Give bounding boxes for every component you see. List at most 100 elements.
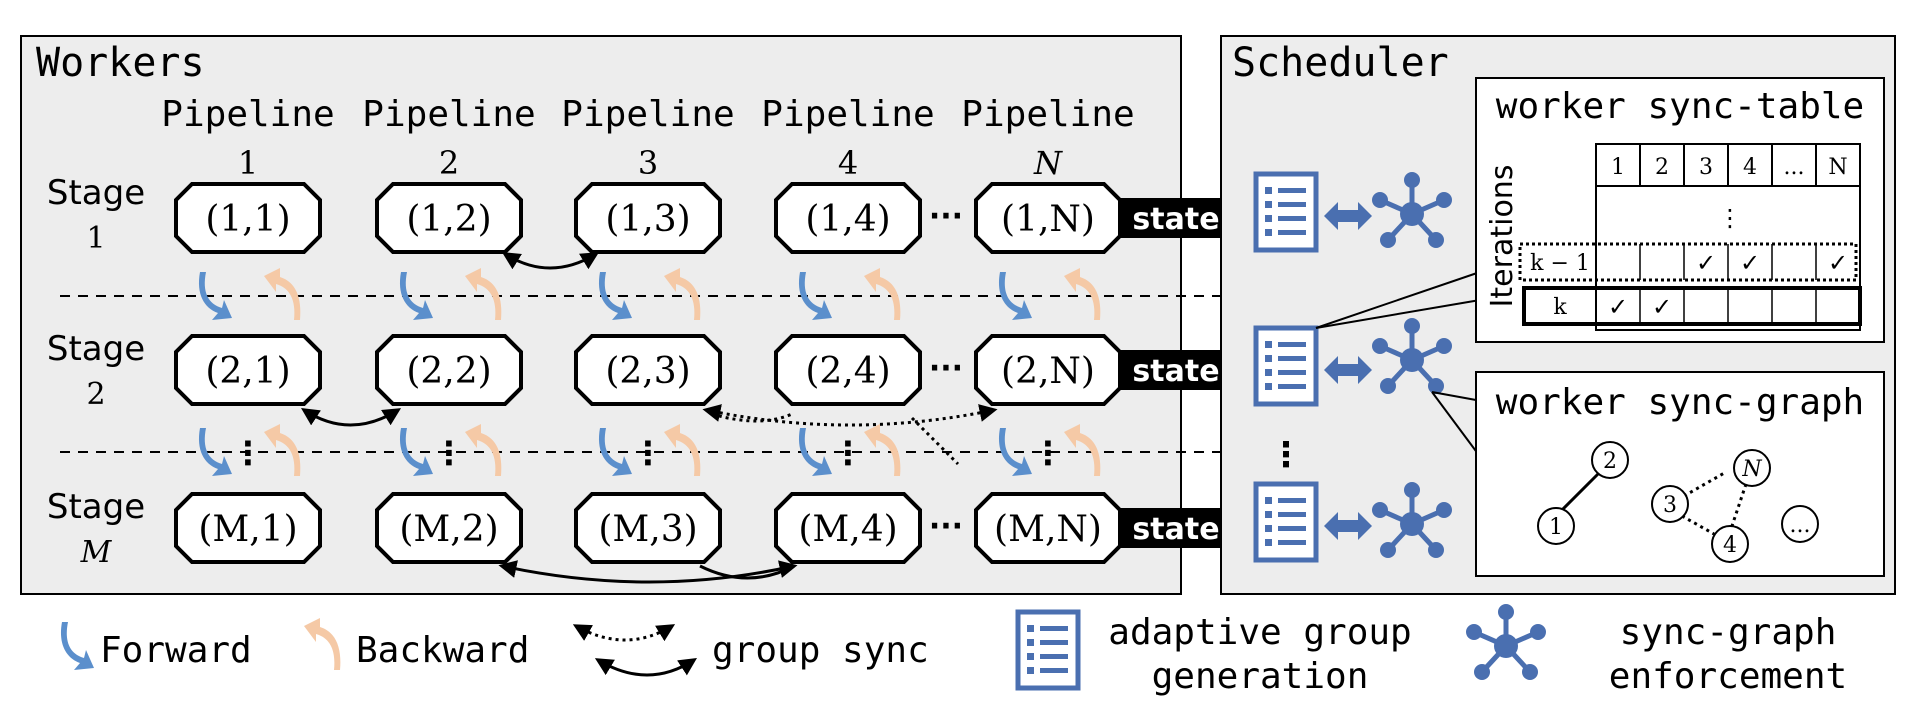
table-col-header: 3 [1699, 155, 1713, 180]
worker-node-2-5: (2,N) [974, 334, 1122, 406]
legend-group-sync: group sync [712, 630, 929, 671]
legend-backward: Backward [356, 630, 529, 671]
worker-sync-graph: worker sync-graph 123N4... [1475, 371, 1885, 577]
stage-number-2: 2 [86, 377, 105, 412]
graph-edge-3-n [1683, 470, 1727, 498]
sync-graph-node-circle [1591, 441, 1629, 479]
sync-graph-node-label: ... [1790, 513, 1811, 538]
scheduler-list-icon-3 [1256, 484, 1316, 560]
worker-node-label: (1,2) [406, 199, 491, 240]
sync-dotted-2-3-2-4 [711, 412, 793, 423]
table-col-header: 1 [1611, 155, 1625, 180]
row-highlight-solid [1522, 286, 1862, 326]
pipeline-headers: Pipeline Pipeline Pipeline Pipeline Pipe… [161, 94, 1134, 182]
stage-number-1: 1 [86, 221, 105, 256]
legend-enforce-line2: enforcement [1609, 656, 1847, 697]
legend-sync-graph-icon [1466, 604, 1546, 680]
stage-vdots-mark: ⋮ [232, 434, 264, 472]
stage-vdots: ⋮⋮⋮⋮⋮ [232, 434, 1064, 472]
table-check-mark: ✓ [1740, 249, 1760, 277]
sync-graph-node: ... [1781, 505, 1819, 543]
worker-node-3-1: (M,1) [174, 492, 322, 564]
worker-node-label: (2,1) [205, 351, 290, 392]
worker-node-shape [774, 182, 922, 254]
callout-line-table-a [1315, 271, 1481, 329]
sync-solid-2-1-2-2 [300, 408, 402, 427]
worker-node-1-5: (1,N) [974, 182, 1122, 254]
pipeline-number-2: 2 [439, 144, 459, 182]
state-label: state [1132, 512, 1219, 547]
worker-node-1-2: (1,2) [375, 182, 523, 254]
worker-node-shape [375, 334, 523, 406]
sync-table-vdots: ⋮ [1718, 204, 1742, 232]
worker-node-2-4: (2,4) [774, 334, 922, 406]
sync-graph-node-circle [1781, 505, 1819, 543]
sync-table-axis-label: Iterations [1485, 165, 1520, 308]
worker-node-shape [174, 334, 322, 406]
table-check-mark: ✓ [1828, 249, 1848, 277]
row-highlight-dotted [1518, 242, 1858, 282]
stage-vdots-mark: ⋮ [832, 434, 864, 472]
row3-ellipsis: ··· [929, 509, 963, 544]
stage-vdots-mark: ⋮ [632, 434, 664, 472]
sync-graph-node-label: 3 [1663, 493, 1677, 518]
worker-node-2-1: (2,1) [174, 334, 322, 406]
worker-node-label: (M,1) [198, 509, 297, 550]
sync-graph-nodes: 123N4... [1537, 441, 1819, 563]
stage-label-m: Stage [47, 487, 145, 527]
worker-node-shape [375, 182, 523, 254]
worker-node-shape [574, 182, 722, 254]
legend-adaptive-line2: generation [1152, 656, 1369, 697]
worker-node-label: (2,N) [1001, 351, 1095, 392]
table-col-header: N [1828, 155, 1847, 180]
sync-graph-node-label: 2 [1603, 449, 1617, 474]
sync-graph-node-circle [1651, 485, 1689, 523]
sync-graph-node-circle [1537, 507, 1575, 545]
worker-node-3-2: (M,2) [375, 492, 523, 564]
worker-node-1-1: (1,1) [174, 182, 322, 254]
legend-list-icon [1018, 612, 1078, 688]
worker-node-label: (1,4) [805, 199, 890, 240]
sync-graph-node-circle [1733, 449, 1771, 487]
worker-node-label: (M,4) [798, 509, 897, 550]
scheduler-title: Scheduler [1232, 40, 1449, 86]
stage-label-1: Stage [47, 173, 145, 213]
forward-arrow-icon [60, 622, 94, 670]
worker-nodes: (1,1)(1,2)(1,3)(1,4)(1,N)(2,1)(2,2)(2,3)… [174, 182, 1122, 564]
worker-node-3-3: (M,3) [574, 492, 722, 564]
worker-node-shape [174, 182, 322, 254]
scheduler-list-icon-2 [1256, 328, 1316, 404]
worker-node-1-3: (1,3) [574, 182, 722, 254]
worker-node-shape [174, 492, 322, 564]
stage-label-2: Stage [47, 329, 145, 369]
worker-node-3-5: (M,N) [974, 492, 1122, 564]
sync-graph-box [1475, 371, 1885, 577]
table-check-mark: ✓ [1608, 293, 1628, 321]
worker-node-2-2: (2,2) [375, 334, 523, 406]
sync-solid-m3-m4 [699, 564, 795, 580]
worker-node-label: (1,3) [605, 199, 690, 240]
table-row-label: k [1553, 295, 1567, 320]
sync-graph-node-label: 4 [1723, 533, 1737, 558]
row2-ellipsis: ··· [929, 351, 963, 386]
pipeline-header-2: Pipeline [362, 94, 535, 135]
legend-enforce-line1: sync-graph [1620, 612, 1837, 653]
backward-arrow-icon [304, 618, 341, 670]
sync-table-title: worker sync-table [1496, 86, 1864, 127]
callout-line-graph-a [1431, 391, 1477, 401]
graph-edge-n-4 [1730, 483, 1748, 527]
table-col-header: 2 [1655, 155, 1669, 180]
pipeline-number-4: 4 [838, 144, 858, 182]
table-row: ✓✓✓k − 1 [1518, 242, 1858, 282]
sync-graph-title: worker sync-graph [1496, 382, 1864, 423]
sync-solid-m2-m4 [498, 560, 798, 584]
worker-node-shape [974, 492, 1122, 564]
worker-node-label: (1,N) [1001, 199, 1095, 240]
worker-node-shape [574, 334, 722, 406]
worker-node-3-4: (M,4) [774, 492, 922, 564]
worker-node-shape [774, 492, 922, 564]
scheduler-vdots: ⋮ [1269, 435, 1303, 475]
sync-graph-node: N [1733, 449, 1771, 487]
